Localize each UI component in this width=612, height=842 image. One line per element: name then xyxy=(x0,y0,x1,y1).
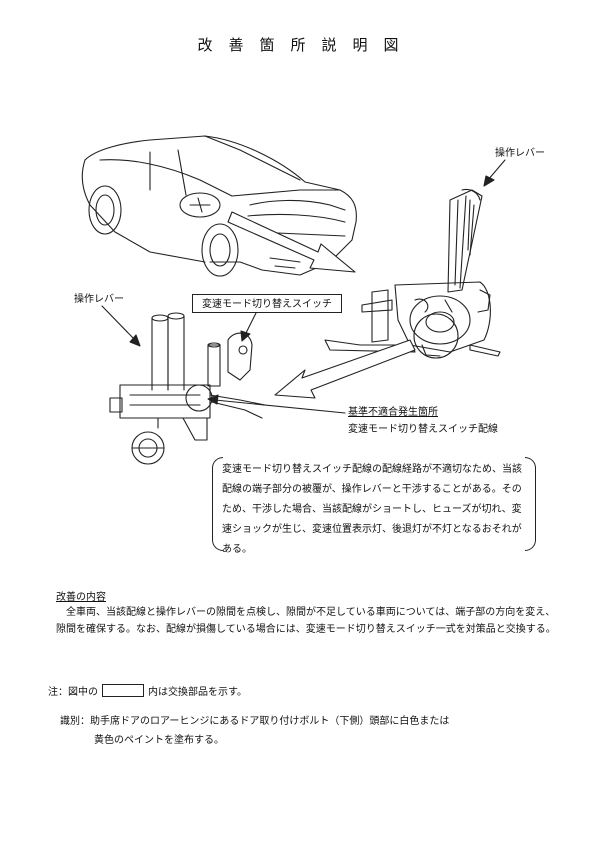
defect-location-part: 変速モード切り替えスイッチ配線 xyxy=(348,424,498,435)
legend-note: 注：図中の 内は交換部品を示す。 xyxy=(48,683,247,698)
page-title: 改善箇所説明図 xyxy=(197,36,415,54)
arrow-car-to-mech xyxy=(227,211,356,273)
arrow-defect xyxy=(214,399,346,414)
improvement-heading: 改善の内容 xyxy=(56,592,106,603)
bracket-right xyxy=(525,457,536,551)
label-lever-top: 操作レバー xyxy=(495,148,545,159)
defect-description-text: 変速モード切り替えスイッチ配線の配線経路が不適切なため、当該配線の端子部分の被覆… xyxy=(222,464,522,555)
car-drawing xyxy=(81,135,357,277)
arrow-switch xyxy=(244,312,257,336)
legend-note-suffix: 内は交換部品を示す。 xyxy=(148,687,247,698)
identification-line2: 黄色のペイントを塗布する。 xyxy=(94,735,224,746)
label-lever-left: 操作レバー xyxy=(74,294,124,305)
identification-line1: 識別：助手席ドアのロアーヒンジにあるドア取り付けボルト（下側）頭部に白色または xyxy=(60,716,450,727)
legend-note-prefix: 注：図中の xyxy=(48,687,98,698)
defect-description-callout: 変速モード切り替えスイッチ配線の配線経路が不適切なため、当該配線の端子部分の被覆… xyxy=(212,457,536,555)
defect-location-title: 基準不適合発生箇所 xyxy=(348,407,438,418)
shift-mechanism-drawing xyxy=(324,188,501,359)
arrow-mech-to-detail xyxy=(274,339,416,399)
arrow-lever-left xyxy=(101,305,136,341)
improvement-body: 全車両、当該配線と操作レバーの隙間を点検し、隙間が不足している車両については、端… xyxy=(56,607,556,635)
legend-box-sample xyxy=(102,684,144,697)
replacement-part-label: 変速モード切り替えスイッチ xyxy=(192,294,342,313)
arrow-lever-top xyxy=(487,159,506,181)
